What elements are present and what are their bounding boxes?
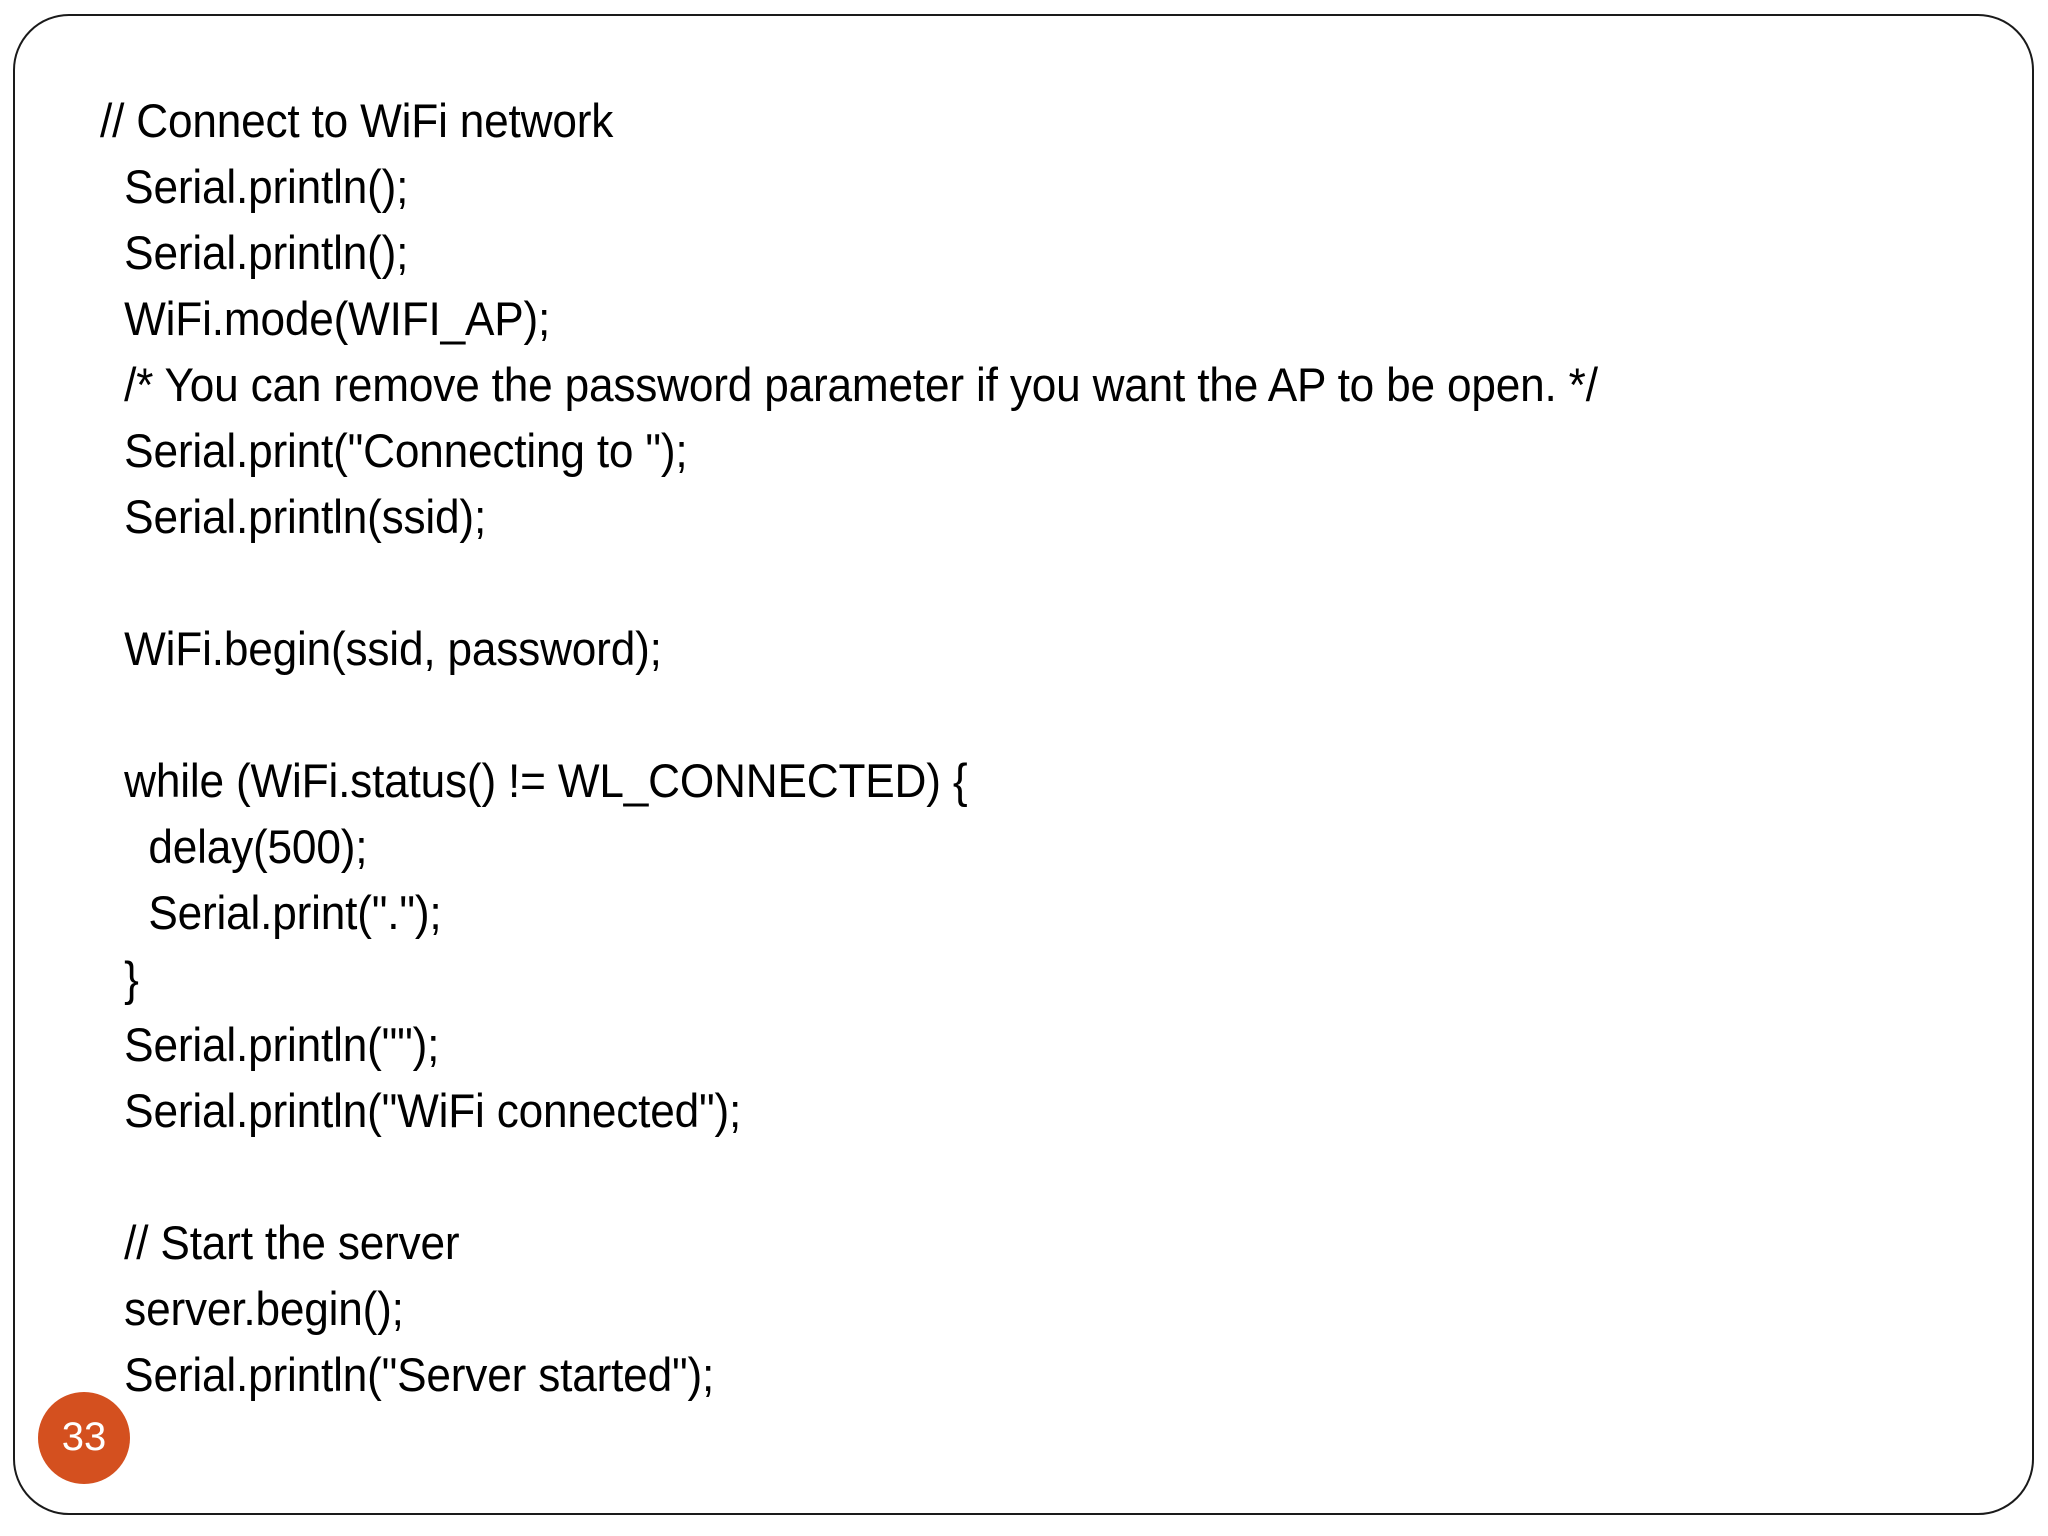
code-line: Serial.println(ssid); <box>100 490 487 543</box>
code-line: server.begin(); <box>100 1282 404 1335</box>
code-line: // Start the server <box>100 1216 460 1269</box>
code-line: Serial.println(""); <box>100 1018 440 1071</box>
code-snippet-block: // Connect to WiFi network Serial.printl… <box>100 88 1867 1408</box>
code-line <box>100 550 1867 616</box>
code-line: /* You can remove the password parameter… <box>100 358 1598 411</box>
code-line: // Connect to WiFi network <box>100 94 614 147</box>
code-line: } <box>100 952 139 1005</box>
page-number-badge: 33 <box>38 1392 130 1484</box>
code-line: Serial.print("Connecting to "); <box>100 424 688 477</box>
code-line: Serial.println(); <box>100 226 409 279</box>
code-line: Serial.println("WiFi connected"); <box>100 1084 742 1137</box>
code-line: while (WiFi.status() != WL_CONNECTED) { <box>100 754 968 807</box>
code-line: Serial.println(); <box>100 160 409 213</box>
code-line: Serial.print("."); <box>100 886 442 939</box>
code-line: Serial.println("Server started"); <box>100 1348 715 1401</box>
code-line <box>100 1144 1867 1210</box>
code-line: delay(500); <box>100 820 368 873</box>
code-line <box>100 682 1867 748</box>
page-number-label: 33 <box>61 1415 107 1459</box>
code-line: WiFi.mode(WIFI_AP); <box>100 292 551 345</box>
code-line: WiFi.begin(ssid, password); <box>100 622 662 675</box>
